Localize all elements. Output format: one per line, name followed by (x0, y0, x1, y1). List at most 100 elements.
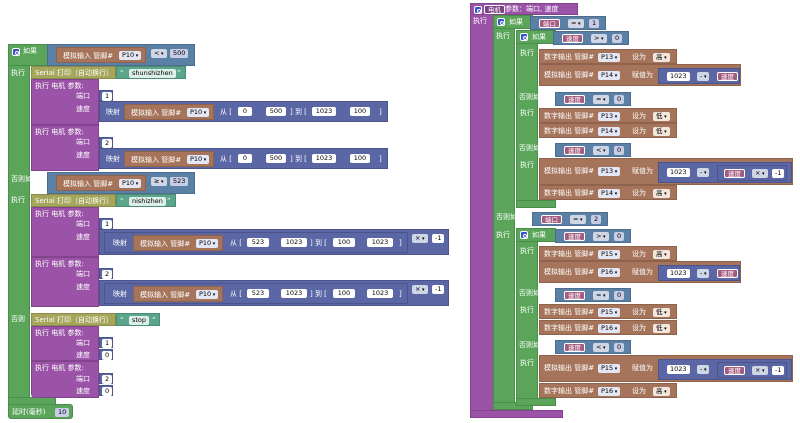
port-field[interactable]: 2 (102, 270, 113, 279)
digital-write-block[interactable]: 数字输出 管脚# P15 设为 高 (539, 246, 677, 261)
value-field[interactable]: 523 (170, 177, 189, 186)
if-block-frame[interactable] (8, 44, 30, 406)
operator-dropdown[interactable]: = (593, 291, 609, 300)
digital-write-block[interactable]: 数字输出 管脚# P13 设为 低 (539, 108, 677, 123)
analog-write-block[interactable]: 模拟输出 管脚# P14 赋值为 1023 - 速度 (539, 64, 741, 86)
operator-dropdown[interactable]: - (697, 72, 710, 81)
port-field[interactable]: 1 (102, 220, 113, 229)
digital-write-block[interactable]: 数字输出 管脚# P14 设为 高 (539, 185, 677, 200)
subtract-block[interactable]: 1023 - 速度 (658, 265, 740, 281)
map-block[interactable]: 映射 模拟输入 管脚# P10 从 [ 0 500 ] 到 [ 1023 100… (99, 148, 388, 169)
compare-block[interactable]: 端口 = 2 (532, 212, 608, 226)
port-number-block[interactable]: 2 (99, 373, 113, 384)
analog-read-block[interactable]: 模拟输入 管脚# P10 (124, 151, 214, 167)
pin-dropdown[interactable]: P10 (119, 179, 142, 188)
string-block[interactable]: “ shunshizhen ” (116, 66, 186, 79)
string-field[interactable]: nishizhen (129, 197, 166, 206)
multiplier-field[interactable]: -1 (432, 285, 445, 294)
from-high-field[interactable]: 1023 (281, 289, 307, 298)
variable-speed[interactable]: 速度 (724, 366, 745, 375)
pin-dropdown[interactable]: P14 (598, 189, 621, 198)
number-field[interactable]: 1023 (667, 269, 690, 278)
compare-block[interactable]: 速度 > 0 (553, 31, 629, 45)
operator-dropdown[interactable]: < (593, 343, 609, 352)
level-dropdown[interactable]: 高 (653, 53, 670, 62)
if-header[interactable]: 如果 (516, 228, 556, 242)
if-header[interactable]: 如果 (8, 44, 52, 66)
to-low-field[interactable]: 1023 (312, 154, 336, 163)
compare-block[interactable]: 速度 = 0 (555, 92, 631, 106)
function-def-header[interactable]: 电机 参数：端口, 速度 (470, 3, 578, 15)
multiplier-field[interactable]: -1 (772, 169, 785, 178)
analog-read-block[interactable]: 模拟输入 管脚# P10 (56, 175, 146, 191)
subtract-block[interactable]: 1023 - 速度 (658, 68, 740, 84)
operator-dropdown[interactable]: > (593, 232, 609, 241)
analog-read-block[interactable]: 模拟输入 管脚# P10 (133, 235, 223, 251)
multiply-block[interactable]: 速度 × -1 (717, 362, 787, 378)
map-block[interactable]: 映射 模拟输入 管脚# P10 从 [ 523 1023 ] 到 [ 100 1… (104, 283, 408, 304)
compare-block[interactable]: 模拟输入 管脚# P10 ≥ 523 (47, 172, 195, 194)
port-number-block[interactable]: 1 (99, 90, 113, 101)
pin-dropdown[interactable]: P16 (598, 268, 621, 277)
operator-dropdown[interactable]: = (568, 19, 584, 28)
gear-icon[interactable] (520, 231, 528, 239)
gear-icon[interactable] (474, 6, 482, 14)
subtract-block[interactable]: 1023 - 速度 × -1 (658, 162, 792, 183)
compare-block[interactable]: 端口 = 1 (530, 16, 606, 30)
variable-speed[interactable]: 速度 (564, 232, 585, 241)
function-def-block[interactable] (470, 3, 494, 418)
gear-icon[interactable] (497, 18, 505, 26)
analog-read-block[interactable]: 模拟输入 管脚# P10 (133, 286, 223, 302)
pin-dropdown[interactable]: P10 (196, 290, 219, 299)
serial-print-block[interactable]: Serial 打印（自动换行） (31, 194, 116, 207)
operator-dropdown[interactable]: > (591, 34, 607, 43)
digital-write-block[interactable]: 数字输出 管脚# P13 设为 高 (539, 49, 677, 64)
multiplier-field[interactable]: -1 (432, 234, 445, 243)
port-number-block[interactable]: 1 (99, 337, 113, 348)
compare-block[interactable]: 速度 > 0 (555, 229, 631, 243)
pin-dropdown[interactable]: P13 (598, 53, 621, 62)
motor-call-block[interactable]: 执行 电机 参数: 端口 速度 (31, 361, 99, 398)
pin-dropdown[interactable]: P10 (187, 155, 210, 164)
digital-write-block[interactable]: 数字输出 管脚# P16 设为 高 (539, 383, 677, 398)
speed-number-block[interactable]: 0 (99, 349, 113, 360)
digital-write-block[interactable]: 数字输出 管脚# P16 设为 低 (539, 320, 677, 335)
gear-icon[interactable] (12, 48, 20, 56)
from-high-field[interactable]: 500 (266, 107, 286, 116)
variable-port[interactable]: 端口 (541, 215, 562, 224)
gear-icon[interactable] (520, 33, 528, 41)
multiplier-field[interactable]: -1 (772, 366, 785, 375)
operator-dropdown[interactable]: - (697, 365, 710, 374)
pin-dropdown[interactable]: P16 (598, 387, 621, 396)
serial-print-block[interactable]: Serial 打印（自动换行） (31, 313, 116, 326)
operator-dropdown[interactable]: < (593, 146, 609, 155)
subtract-block[interactable]: 1023 - 速度 × -1 (658, 359, 792, 380)
from-low-field[interactable]: 0 (238, 154, 252, 163)
level-dropdown[interactable]: 低 (653, 308, 670, 317)
variable-speed[interactable]: 速度 (717, 72, 738, 81)
pin-dropdown[interactable]: P15 (598, 364, 621, 373)
operator-dropdown[interactable]: - (697, 168, 710, 177)
serial-print-block[interactable]: Serial 打印（自动换行） (31, 66, 116, 79)
variable-speed[interactable]: 速度 (564, 95, 585, 104)
to-low-field[interactable]: 100 (333, 238, 355, 247)
operator-dropdown[interactable]: - (697, 269, 710, 278)
to-low-field[interactable]: 1023 (312, 107, 336, 116)
operator-dropdown[interactable]: ≥ (151, 177, 167, 186)
level-dropdown[interactable]: 低 (653, 127, 670, 136)
pin-dropdown[interactable]: P13 (598, 167, 621, 176)
to-low-field[interactable]: 100 (333, 289, 355, 298)
level-dropdown[interactable]: 低 (653, 324, 670, 333)
pin-dropdown[interactable]: P15 (598, 250, 621, 259)
variable-speed[interactable]: 速度 (564, 146, 585, 155)
string-block[interactable]: “ nishizhen ” (116, 194, 176, 207)
value-field[interactable]: 1 (589, 19, 600, 28)
from-low-field[interactable]: 523 (247, 238, 269, 247)
operator-dropdown[interactable]: < (151, 49, 167, 58)
to-high-field[interactable]: 1023 (367, 238, 393, 247)
value-field[interactable]: 500 (170, 49, 189, 58)
number-field[interactable]: 1023 (667, 72, 690, 81)
value-field[interactable]: 0 (614, 232, 625, 241)
pin-dropdown[interactable]: P14 (598, 127, 621, 136)
pin-dropdown[interactable]: P16 (598, 324, 621, 333)
